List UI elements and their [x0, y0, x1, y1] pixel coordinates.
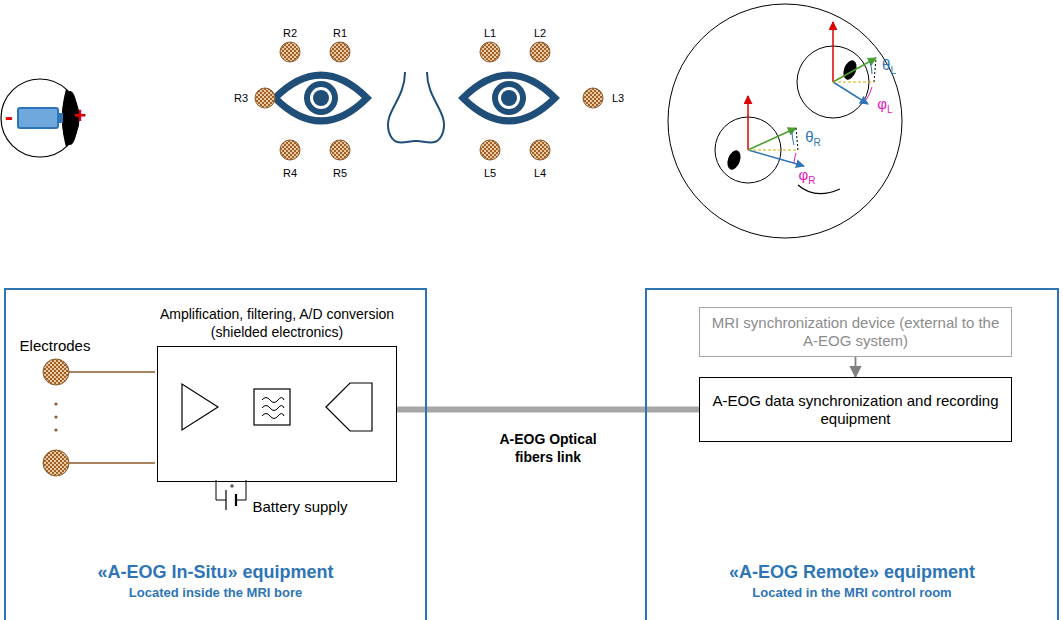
head-angle-figure [668, 4, 902, 238]
equipment-title: «A-EOG Remote» equipment [647, 560, 1057, 584]
angle-symbol: θL [882, 56, 896, 76]
polarity-sign: - [5, 103, 13, 131]
face-figure [255, 42, 603, 160]
part-label: Battery supply [252, 498, 347, 515]
equipment-title: «A-EOG In-Situ» equipment [6, 560, 425, 584]
eye-dipole-figure [1, 79, 79, 157]
angle-symbol: θR [805, 128, 821, 148]
recording-box: A-EOG data synchronization and recording… [699, 377, 1012, 442]
optical-fiber-link [397, 407, 699, 413]
sync-arrow [855, 357, 857, 377]
external-device-box: MRI synchronization device (external to … [699, 307, 1012, 357]
electrode-name: L4 [534, 167, 546, 179]
electrode-name: R2 [283, 27, 297, 39]
electrode-name: R3 [234, 92, 248, 104]
part-label: Electrodes [20, 337, 91, 354]
electrode-name: L5 [484, 167, 496, 179]
box-text: MRI synchronization device (external to … [710, 314, 1001, 350]
electrode-name: R5 [333, 167, 347, 179]
electrode-name: L3 [612, 92, 624, 104]
equipment-box: MRI synchronization device (external to … [645, 288, 1059, 620]
electronics-box: Amplification, filtering, A/D conversion… [157, 346, 397, 482]
angle-symbol: φR [799, 166, 816, 186]
box-text: Amplification, filtering, A/D conversion… [158, 305, 396, 341]
box-text: A-EOG data synchronization and recording… [710, 392, 1001, 428]
location-note: Located inside the MRI bore [6, 584, 425, 602]
electronics-figure [43, 359, 372, 510]
electrode-name: L1 [484, 27, 496, 39]
electrode-name: R4 [283, 167, 297, 179]
electrode-name: L2 [534, 27, 546, 39]
angle-symbol: φL [877, 95, 892, 115]
connector-label: A-EOG Optical fibers link [483, 430, 613, 466]
polarity-sign: + [74, 103, 87, 129]
electrode-name: R1 [333, 27, 347, 39]
location-note: Located in the MRI control room [647, 584, 1057, 602]
